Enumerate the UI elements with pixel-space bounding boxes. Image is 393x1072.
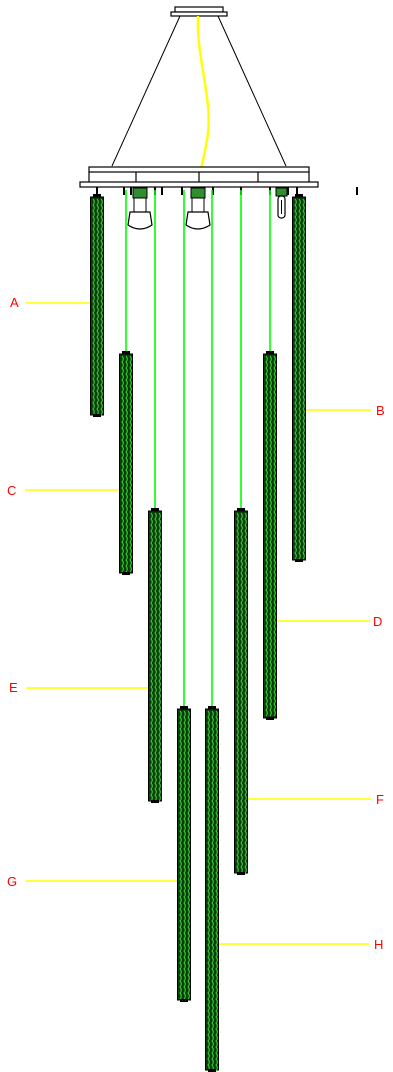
label-a: A (10, 295, 19, 310)
tube-h (205, 706, 219, 1072)
suspension-wires (111, 15, 287, 167)
label-f: F (376, 792, 384, 807)
label-h: H (374, 937, 383, 952)
tube-f (234, 508, 248, 875)
label-e: E (9, 680, 18, 695)
tube-d (263, 351, 277, 720)
tube-a (90, 194, 104, 417)
label-c: C (7, 483, 16, 498)
driver-clip (275, 187, 288, 219)
spotlight-center (185, 187, 211, 230)
ceiling-canopy (170, 6, 228, 17)
suspension-rods (125, 190, 271, 709)
frame (79, 166, 319, 188)
label-d: D (373, 614, 382, 629)
power-cable (196, 15, 210, 169)
tube-e (148, 508, 162, 803)
frame-hooks (96, 187, 358, 195)
spotlight-left (127, 187, 153, 230)
label-g: G (7, 874, 17, 889)
tube-b (292, 194, 306, 562)
label-b: B (376, 403, 385, 418)
tube-c (119, 351, 133, 575)
tube-g (177, 706, 191, 1002)
